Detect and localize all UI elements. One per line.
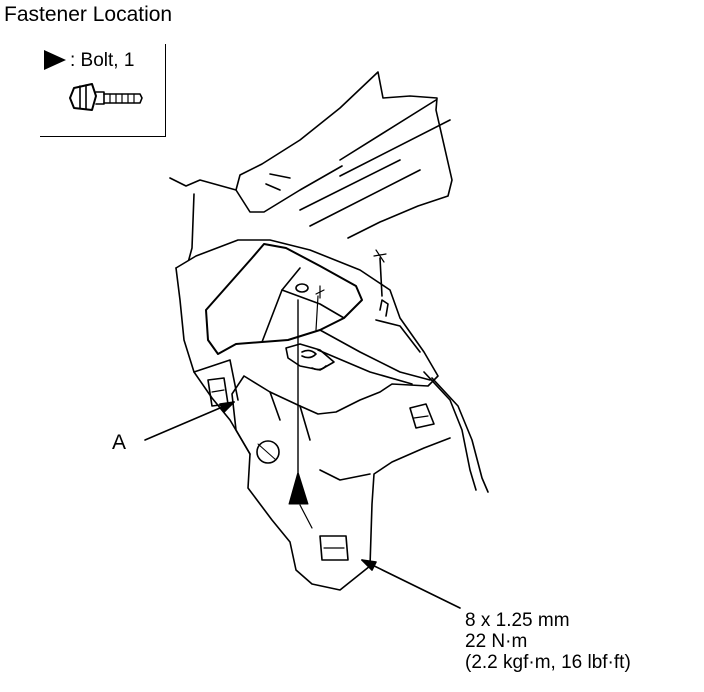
spec-line-size: 8 x 1.25 mm xyxy=(465,610,570,631)
bracket-main xyxy=(175,239,451,591)
torque-spec: 8 x 1.25 mm 22 N·m (2.2 kgf·m, 16 lbf·ft… xyxy=(465,610,631,673)
bolt-triangle-marker-icon xyxy=(288,471,309,505)
legend-entry: : Bolt, 1 xyxy=(44,50,134,70)
spec-line-torque-alt: (2.2 kgf·m, 16 lbf·ft) xyxy=(465,652,631,673)
callout-leaders xyxy=(144,401,461,609)
body-panel-outline xyxy=(169,71,453,271)
bolt-locator xyxy=(297,295,319,529)
triangle-marker-icon xyxy=(44,50,66,70)
diagram-title: Fastener Location xyxy=(4,3,173,26)
spec-line-torque-nm: 22 N·m xyxy=(465,631,528,652)
part-label-a: A xyxy=(112,431,127,454)
bolt-icon xyxy=(69,83,143,111)
legend-text: : Bolt, 1 xyxy=(70,49,135,71)
sensor-harness xyxy=(311,249,489,493)
legend-box xyxy=(40,44,166,137)
